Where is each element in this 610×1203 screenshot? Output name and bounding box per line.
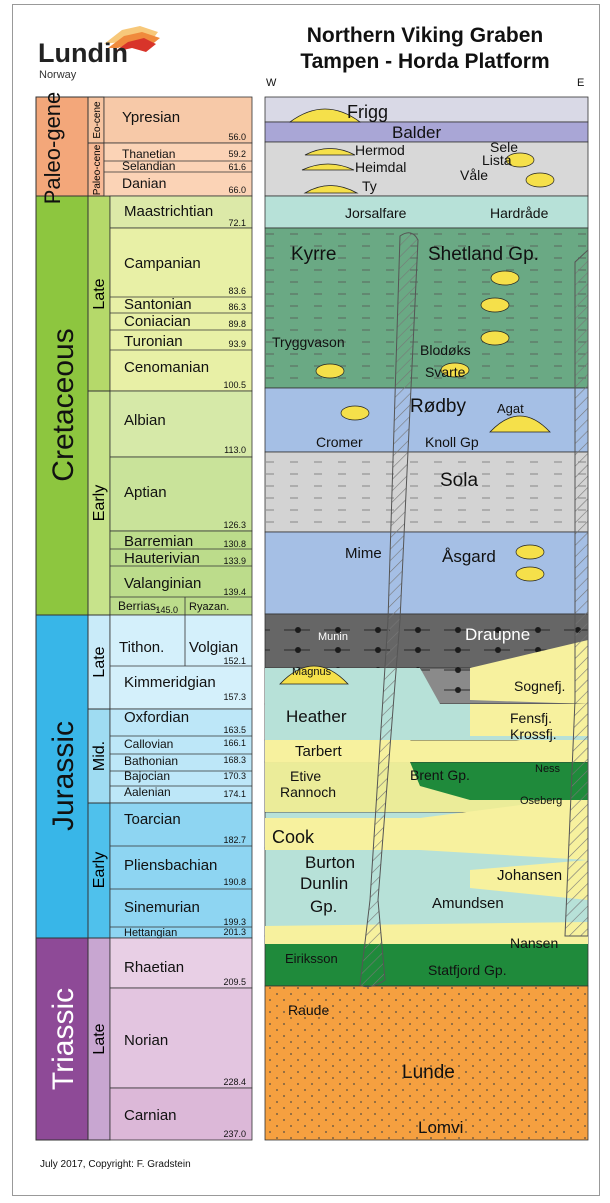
unit-ty: Ty [362, 178, 377, 194]
unit-frigg: Frigg [347, 102, 388, 122]
unit-balder: Balder [392, 123, 441, 142]
unit-heimdal: Heimdal [355, 159, 406, 175]
unit-amundsen: Amundsen [432, 895, 504, 912]
unit-hermod: Hermod [355, 142, 405, 158]
unit-vale: Våle [460, 167, 488, 183]
unit-krossfjord: Krossfj. [510, 726, 557, 742]
unit-oseberg: Oseberg [520, 795, 562, 807]
unit-kyrre: Kyrre [291, 244, 336, 265]
unit-nansen: Nansen [510, 935, 558, 951]
unit-shetland: Shetland Gp. [428, 244, 539, 265]
unit-hardrade: Hardråde [490, 205, 549, 221]
unit-svarte: Svarte [425, 364, 466, 380]
unit-dunlin: Dunlin [300, 874, 348, 893]
unit-brent: Brent Gp. [410, 767, 470, 783]
unit-burton: Burton [305, 853, 355, 872]
unit-lista: Lista [482, 152, 512, 168]
unit-raude: Raude [288, 1002, 329, 1018]
unit-dunlin-gp: Gp. [310, 897, 337, 916]
unit-tryggvason: Tryggvason [272, 334, 345, 350]
unit-eiriksson: Eiriksson [285, 951, 338, 966]
unit-draupne: Draupne [465, 625, 530, 644]
unit-rannoch: Rannoch [280, 784, 336, 800]
unit-munin: Munin [318, 631, 348, 643]
unit-etive: Etive [290, 768, 321, 784]
unit-lomvi: Lomvi [418, 1118, 463, 1137]
unit-sola: Sola [440, 470, 478, 491]
unit-mime: Mime [345, 545, 382, 562]
unit-fensfjord: Fensfj. [510, 710, 552, 726]
unit-jorsalfare: Jorsalfare [345, 205, 407, 221]
shale-pattern-sola [265, 452, 588, 532]
unit-rodby: Rødby [410, 396, 466, 417]
footer-copyright: July 2017, Copyright: F. Gradstein [40, 1159, 191, 1170]
unit-johansen: Johansen [497, 867, 562, 884]
unit-statfjord: Statfjord Gp. [428, 962, 507, 978]
unit-blodoks: Blodøks [420, 342, 471, 358]
unit-tarbert: Tarbert [295, 743, 343, 760]
unit-knoll: Knoll Gp [425, 434, 479, 450]
unit-magnus: Magnus [292, 666, 332, 678]
unit-cromer: Cromer [316, 434, 363, 450]
unit-ness: Ness [535, 763, 561, 775]
unit-agat: Agat [497, 401, 524, 416]
unit-heather: Heather [286, 707, 347, 726]
unit-lunde: Lunde [402, 1062, 455, 1083]
unit-asgard: Åsgard [442, 547, 496, 566]
unit-cook: Cook [272, 827, 315, 847]
unit-sognefjord: Sognefj. [514, 678, 565, 694]
